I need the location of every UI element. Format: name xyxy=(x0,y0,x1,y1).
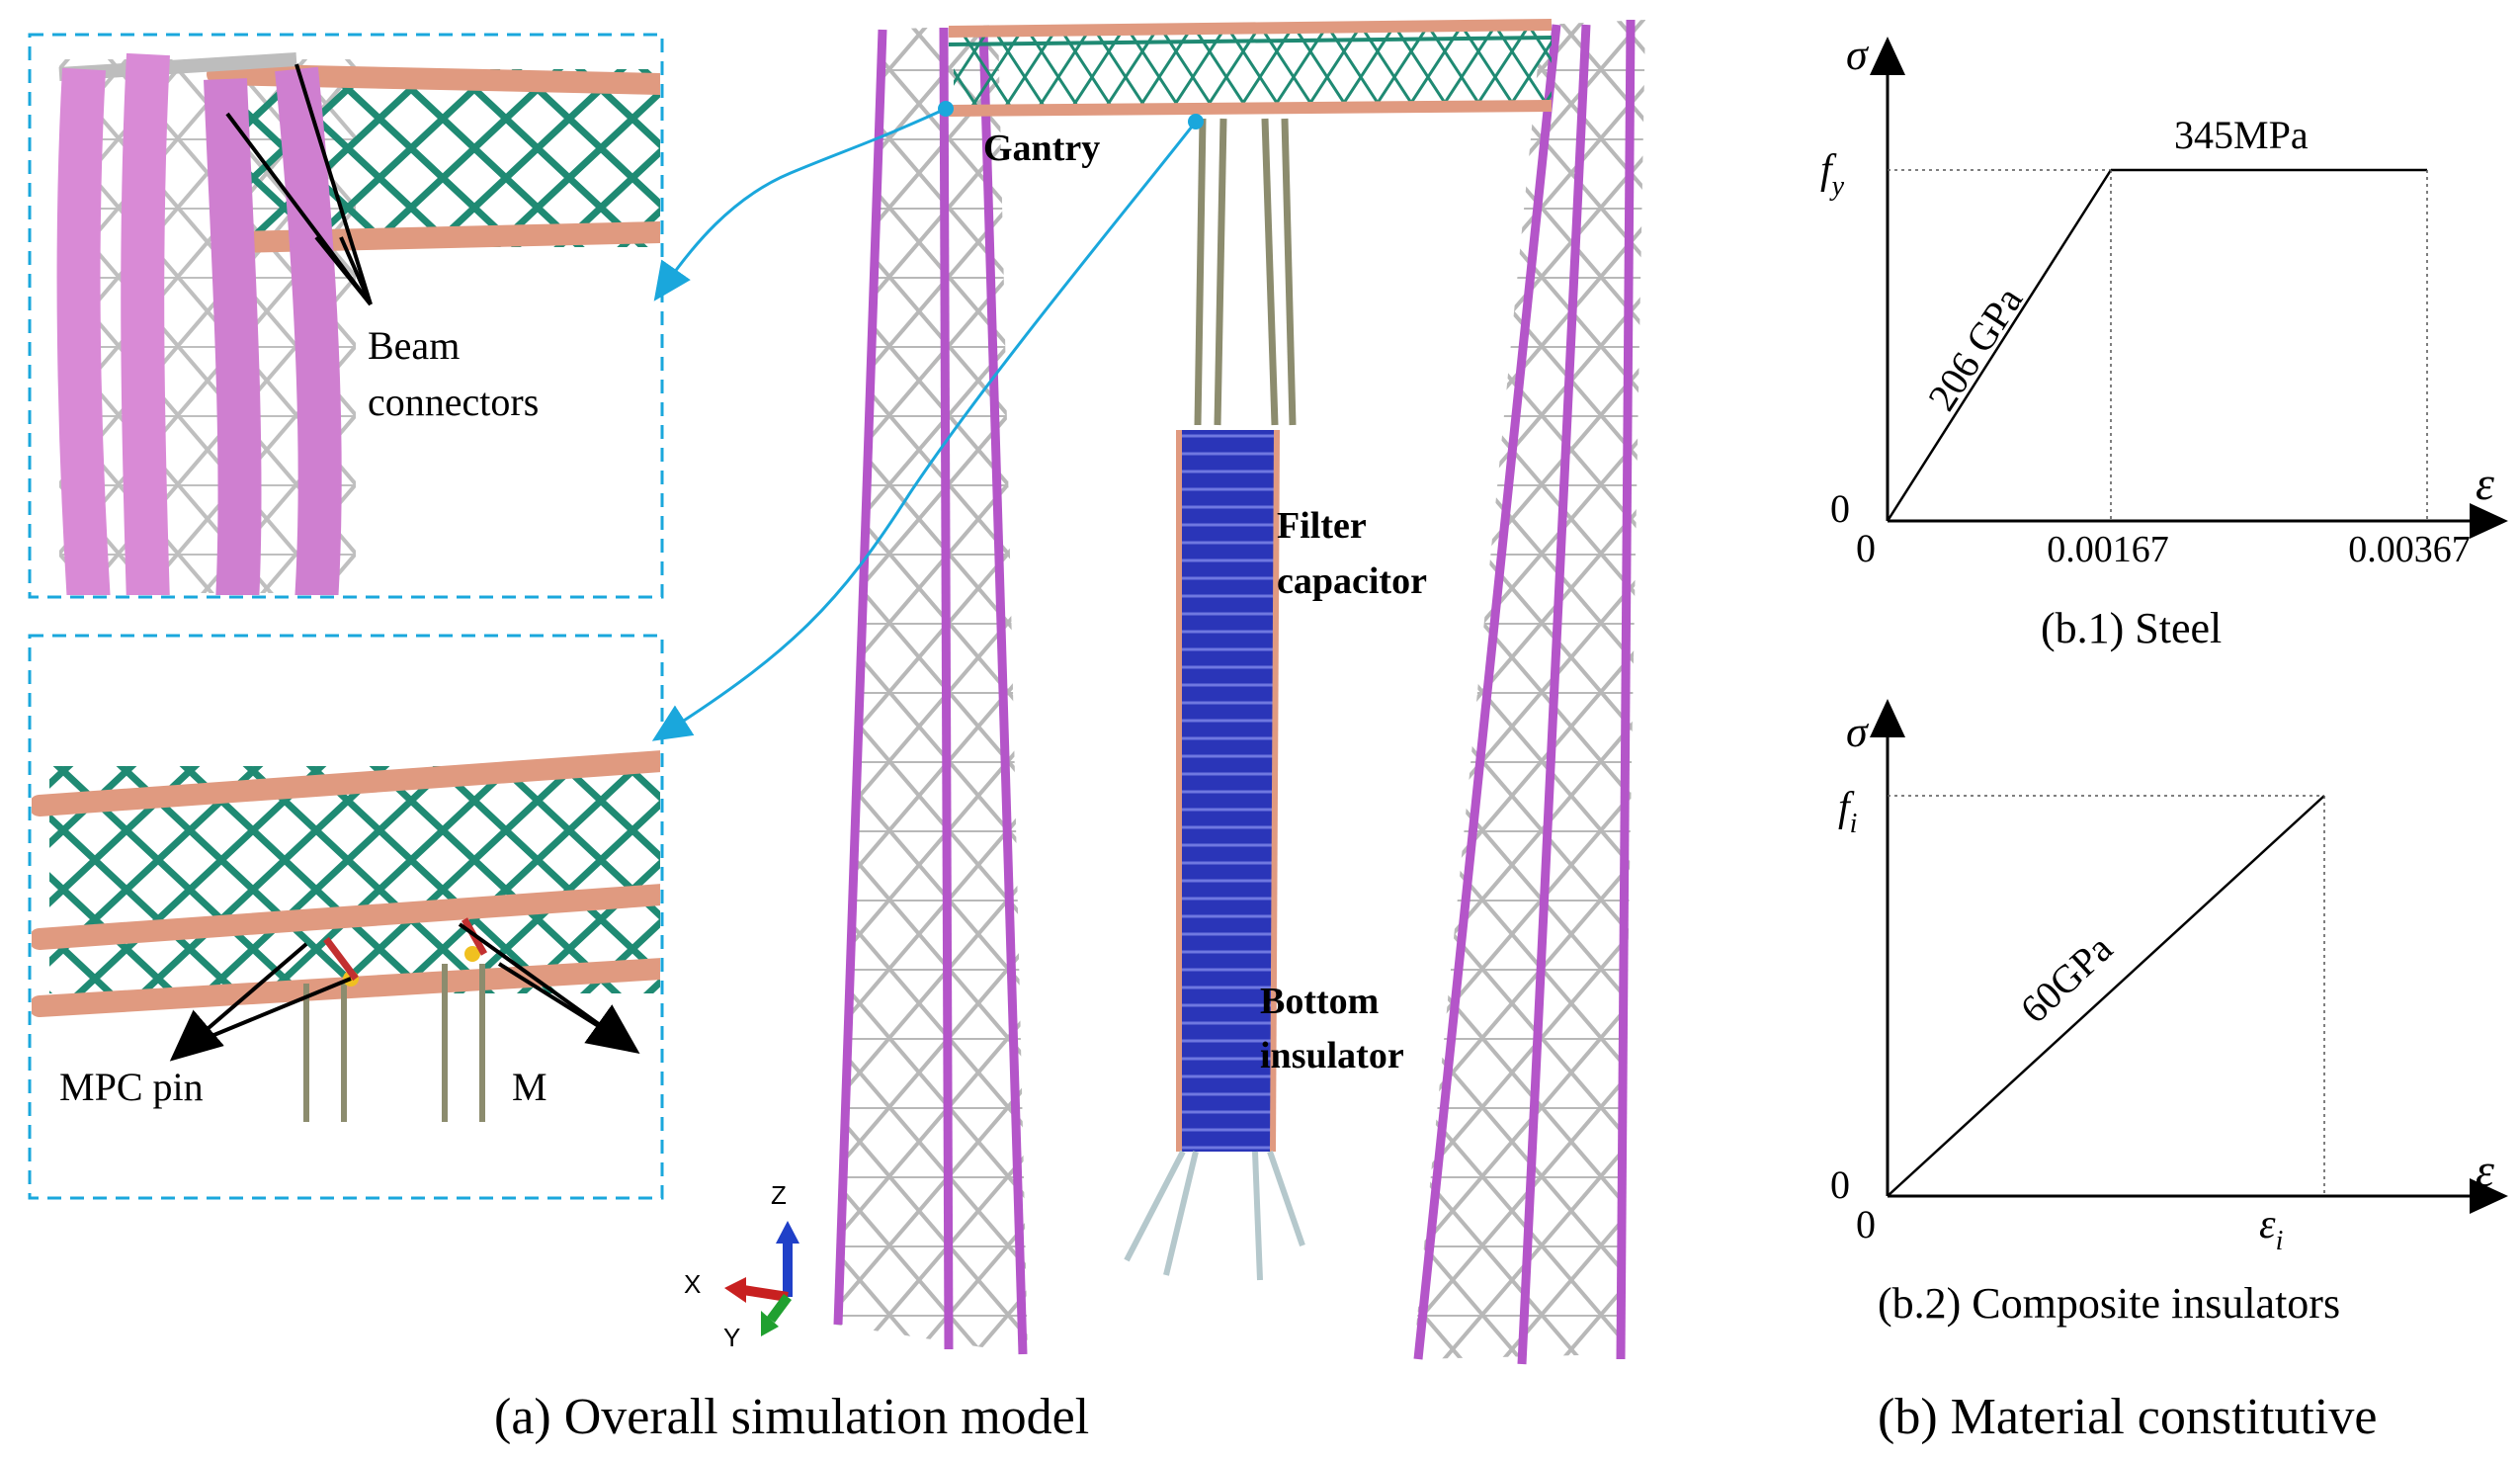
steel-origin-x: 0 xyxy=(1856,526,1876,570)
composite-epsilon-label: ε xyxy=(2476,1145,2494,1197)
composite-constitutive-chart: σ ε fi 0 0 εi 60GPa (b.2) Composite insu… xyxy=(1830,699,2508,1328)
composite-origin-x: 0 xyxy=(1856,1202,1876,1246)
composite-sigma-label: σ xyxy=(1846,708,1870,756)
composite-eps-i-label: εi xyxy=(2259,1202,2283,1256)
steel-constitutive-chart: σ ε fy 0 0 0.00167 0.00367 206 GPa 345MP… xyxy=(1820,31,2508,652)
composite-eps-i-base: ε xyxy=(2259,1202,2276,1247)
mpc-pin-label: MPC pin xyxy=(59,1065,204,1109)
steel-sigma-label: σ xyxy=(1846,31,1870,79)
steel-caption: (b.1) Steel xyxy=(2041,604,2222,652)
steel-fy-sub: y xyxy=(1829,171,1845,202)
beam-connectors-label-line1: Beam xyxy=(368,323,460,368)
beam-connectors-label-line2: connectors xyxy=(368,380,539,424)
steel-origin-y: 0 xyxy=(1830,486,1850,531)
steel-tick-label: 0.00367 xyxy=(2348,529,2471,570)
material-caption: (b) Material constitutive xyxy=(1878,1389,2377,1445)
steel-plateau-label: 345MPa xyxy=(2174,113,2309,157)
triad-z-label: Z xyxy=(771,1180,787,1210)
triad-x-label: X xyxy=(684,1269,701,1299)
composite-caption: (b.2) Composite insulators xyxy=(1878,1279,2340,1328)
inset-mpc-pin: M MPC pin xyxy=(28,634,664,1200)
bottom-insulator-label-line1: Bottom xyxy=(1260,981,1379,1022)
steel-epsilon-label: ε xyxy=(2476,458,2494,510)
composite-origin-y: 0 xyxy=(1830,1162,1850,1207)
composite-elastic-line xyxy=(1887,795,2325,1197)
mpc-pin-right-label: M xyxy=(512,1065,547,1109)
bottom-insulator-label-line2: insulator xyxy=(1260,1035,1404,1076)
composite-fi-sub: i xyxy=(1850,809,1858,839)
filter-capacitor-stack xyxy=(1176,429,1280,1153)
composite-slope-label: 60GPa xyxy=(2012,925,2122,1031)
gantry-label: Gantry xyxy=(983,128,1100,169)
left-tower xyxy=(833,25,1028,1355)
composite-fi-label: fi xyxy=(1838,785,1857,839)
steel-elastic-line xyxy=(1886,169,2113,522)
gantry-beam xyxy=(948,19,1553,117)
composite-eps-i-sub: i xyxy=(2276,1226,2284,1256)
inset-beam-connectors: Beam connectors xyxy=(28,33,664,599)
steel-tick-label: 0.00167 xyxy=(2047,529,2169,570)
model-caption: (a) Overall simulation model xyxy=(494,1389,1089,1445)
triad-y-label: Y xyxy=(723,1323,740,1352)
axis-triad: Z X Y xyxy=(684,1180,799,1352)
gantry-model: Gantry Filter capacitor Bottom insulator xyxy=(651,19,1645,1365)
steel-slope-label: 206 GPa xyxy=(1919,279,2032,418)
right-tower xyxy=(1413,19,1645,1365)
steel-fy-label: fy xyxy=(1820,147,1845,202)
filter-capacitor-label-line2: capacitor xyxy=(1277,560,1427,602)
filter-capacitor-label-line1: Filter xyxy=(1277,505,1367,547)
